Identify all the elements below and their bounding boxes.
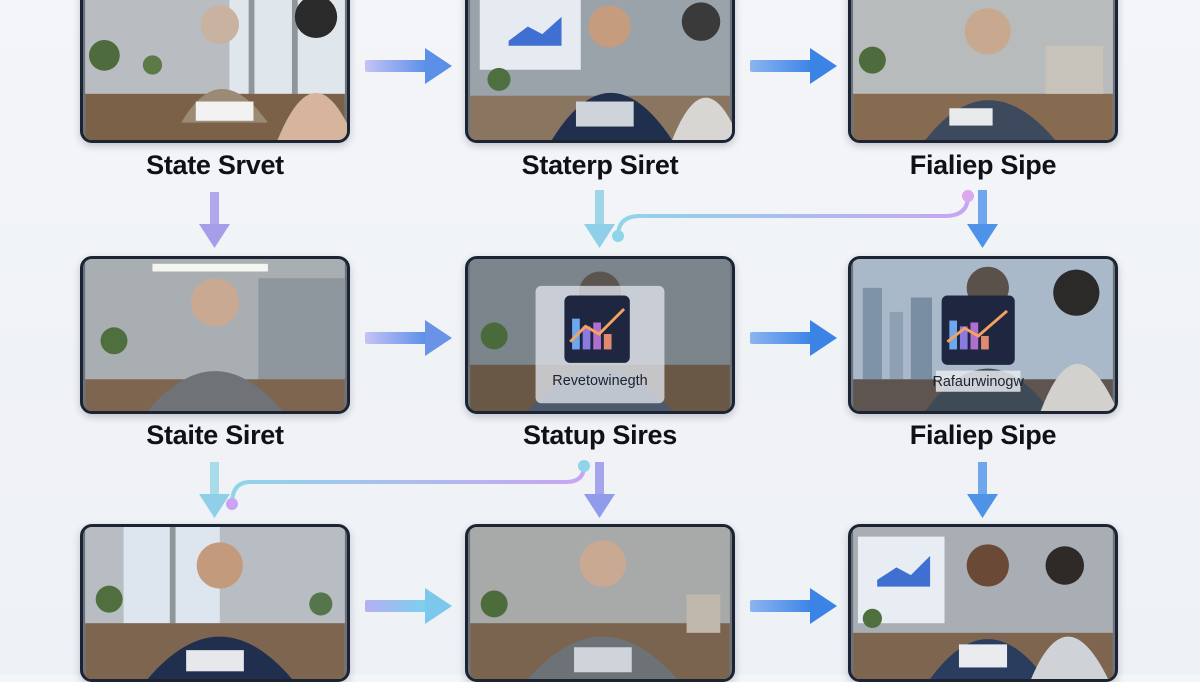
panel-7-scene (85, 527, 345, 679)
panel-2-scene (470, 0, 732, 140)
arrow-5-to-6 (750, 320, 837, 356)
arrow-8-to-9 (750, 588, 837, 624)
panel-5-label: Statup Sires (523, 420, 677, 450)
panel-5-photo: Revetowinegth (465, 256, 735, 414)
panel-5-overlay-text: Revetowinegth (552, 373, 647, 389)
panel-1-photo (80, 0, 350, 143)
panel-6-scene: Rafaurwinogw (853, 259, 1115, 411)
panel-3-scene (853, 0, 1113, 140)
panel-2-label: Staterp Siret (521, 150, 679, 180)
loop-connector-5-to-7 (226, 460, 590, 510)
panel-8-scene (470, 527, 730, 679)
panel-4-label: Staite Siret (146, 420, 284, 450)
panel-2-photo (465, 0, 735, 143)
panel-5-scene: Revetowinegth (470, 259, 730, 411)
panel-3-label: Fialiep Sipe (909, 150, 1057, 180)
panel-8-photo (465, 524, 735, 682)
arrow-6-to-9 (967, 462, 998, 518)
arrow-2-to-3 (750, 48, 837, 84)
panel-9-scene (853, 527, 1113, 679)
arrow-1-to-4 (199, 192, 230, 248)
arrow-5-to-8 (584, 462, 615, 518)
panel-1-label: State Srvet (146, 150, 284, 180)
arrow-1-to-2 (365, 48, 452, 84)
panel-7-photo (80, 524, 350, 682)
panel-4-scene (85, 259, 345, 411)
loop-connector-3-to-5 (612, 190, 974, 242)
panel-6-photo: Rafaurwinogw (848, 256, 1118, 414)
panel-6-overlay-text: Rafaurwinogw (932, 374, 1024, 390)
panel-9-photo (848, 524, 1118, 682)
arrow-4-to-5 (365, 320, 452, 356)
arrow-3-to-6 (967, 190, 998, 248)
panel-1-scene (85, 0, 347, 140)
panel-6-label: Fialiep Sipe (909, 420, 1057, 450)
arrow-4-to-7 (199, 462, 230, 518)
arrow-7-to-8 (365, 588, 452, 624)
panel-4-photo (80, 256, 350, 414)
arrow-2-to-5 (584, 190, 615, 248)
panel-3-photo (848, 0, 1118, 143)
